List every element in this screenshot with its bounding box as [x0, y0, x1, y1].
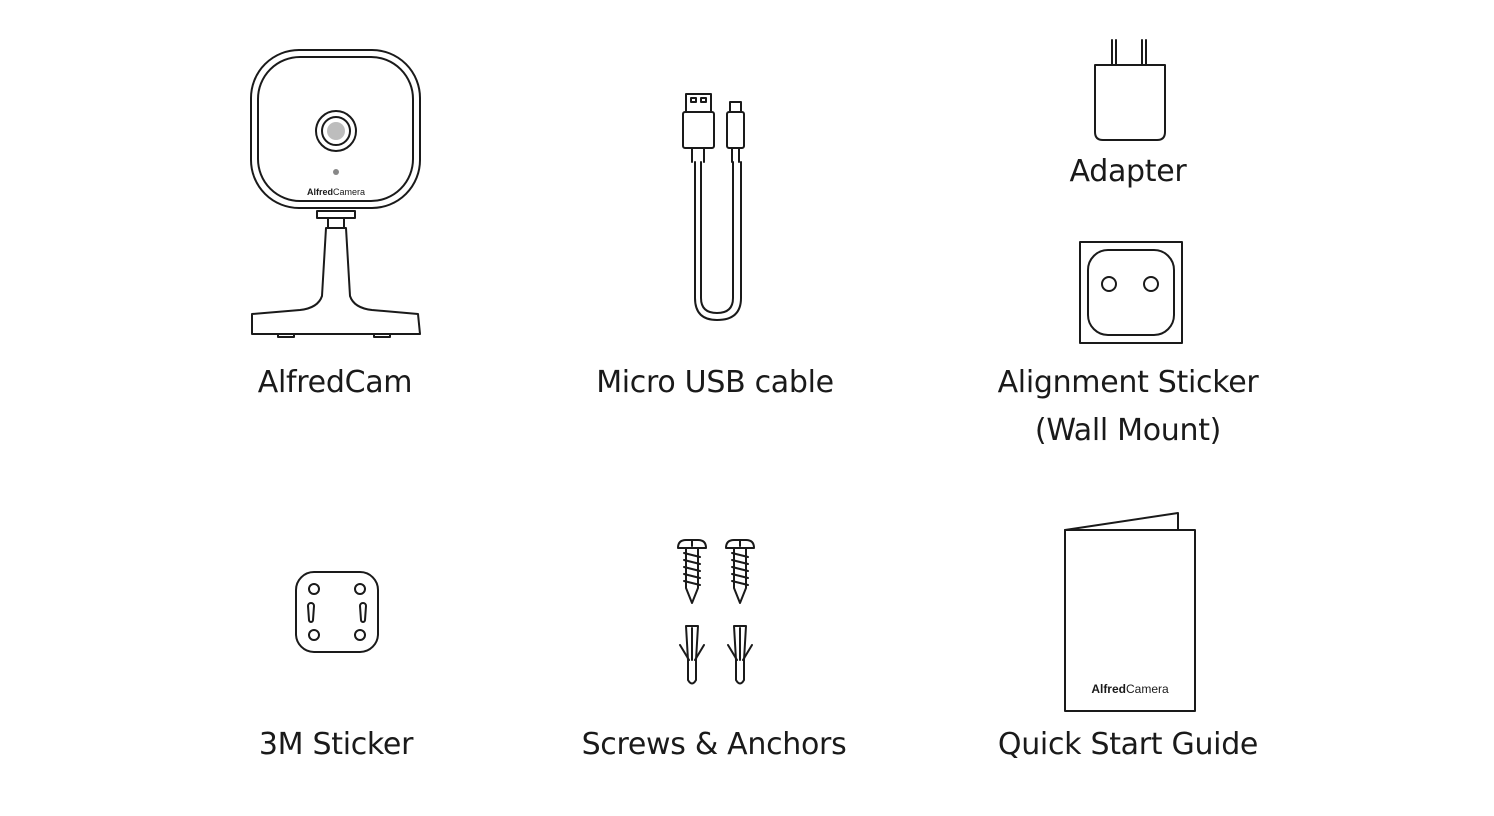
- mount-sticker-icon: [295, 571, 379, 653]
- guide-booklet-icon: AlfredCamera: [1064, 512, 1196, 712]
- label-screws-anchors: Screws & Anchors: [581, 727, 847, 762]
- label-adapter: Adapter: [1069, 154, 1187, 189]
- label-quick-start-guide: Quick Start Guide: [997, 727, 1259, 762]
- label-3m-sticker: 3M Sticker: [258, 727, 414, 762]
- label-alfredcam: AlfredCam: [257, 365, 413, 400]
- svg-text:AlfredCamera: AlfredCamera: [1091, 682, 1169, 696]
- screws-anchors-icon: [677, 539, 755, 685]
- svg-text:AlfredCamera: AlfredCamera: [307, 187, 365, 197]
- usb-cable-icon: [682, 93, 745, 321]
- label-alignment-sticker: Alignment Sticker: [997, 365, 1259, 400]
- label-wall-mount: (Wall Mount): [1034, 413, 1222, 448]
- power-adapter-icon: [1094, 39, 1166, 141]
- label-micro-usb-cable: Micro USB cable: [596, 365, 834, 400]
- camera-icon: AlfredCamera: [250, 49, 421, 338]
- alignment-sticker-icon: [1079, 241, 1183, 344]
